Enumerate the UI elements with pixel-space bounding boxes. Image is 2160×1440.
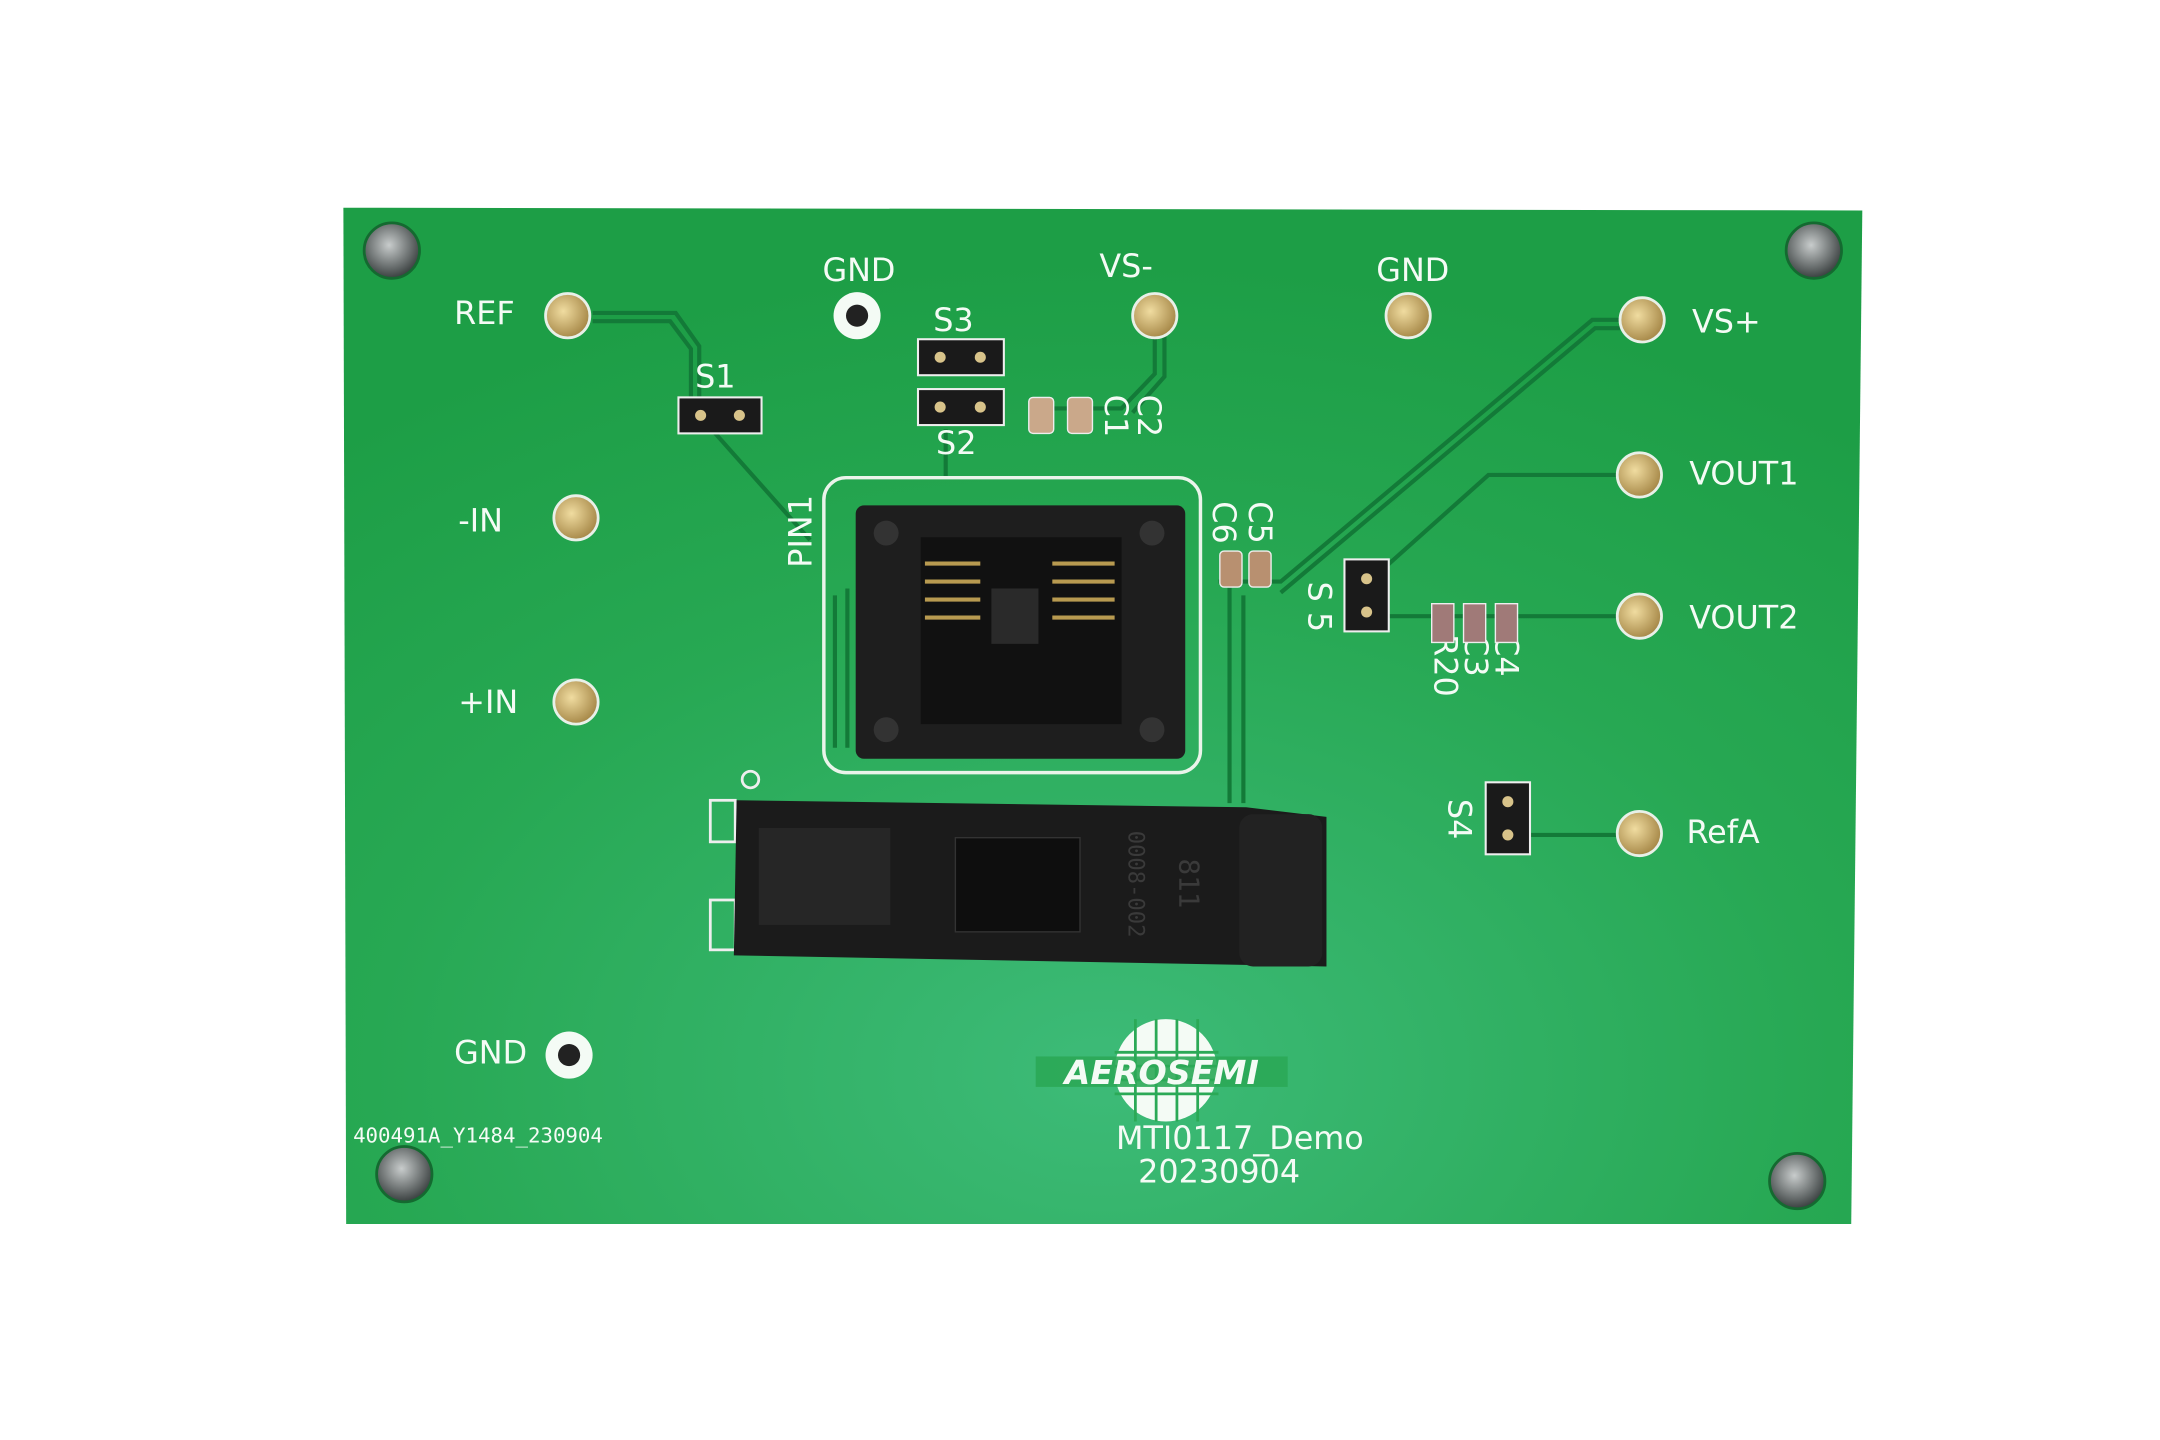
label-gnd-top-right: GND [1376,251,1449,289]
label-gnd-top-left: GND [822,251,895,289]
socket-outline [822,475,1203,775]
label-s4: S4 [1440,799,1478,839]
jumper-s2 [916,388,1005,427]
tp-vout2 [1615,592,1663,640]
socket-part: 0008-002 [1122,831,1148,938]
label-vs-plus: VS+ [1692,302,1761,340]
label-c5: C5 [1241,501,1279,543]
part-code: 400491A_Y1484_230904 [353,1123,603,1147]
tp-minus-in [552,494,600,542]
label-vs-minus: VS- [1099,247,1152,285]
label-s2: S2 [936,424,976,462]
tp-ref [544,292,592,340]
jumper-s4 [1484,781,1532,856]
ic-test-socket[interactable] [855,505,1186,759]
label-pin1: PIN1 [781,495,819,568]
tp-gnd-top-right [1384,292,1432,340]
board-name: MTI0117_Demo [1116,1119,1364,1157]
tp-plus-in [552,678,600,726]
aerosemi-logo: AEROSEMI [1035,1019,1288,1122]
tp-vs-minus [1131,292,1179,340]
label-s1: S1 [695,358,735,396]
label-vout2: VOUT2 [1689,599,1798,637]
label-r20: R20 [1426,634,1464,697]
label-c1: C1 [1097,395,1135,437]
socket-lid[interactable]: 811 0008-002 [708,769,1327,967]
board-date: 20230904 [1138,1152,1300,1190]
label-minus-in: -IN [458,502,503,540]
label-s3: S3 [933,301,973,339]
label-ref: REF [454,294,515,332]
logo-text: AEROSEMI [1062,1053,1259,1092]
tp-vs-plus [1618,296,1666,344]
jumper-s1 [677,396,763,435]
label-c6: C6 [1205,501,1243,543]
smd-components [1028,396,1519,644]
jumpers [677,338,1532,856]
socket-marking: 811 [1173,858,1206,908]
label-plus-in: +IN [458,683,518,721]
label-gnd-bottom: GND [454,1033,527,1071]
mounting-holes [362,221,1843,1211]
tp-vout1 [1615,451,1663,499]
tp-refa [1615,810,1663,858]
label-vout1: VOUT1 [1689,455,1798,493]
jumper-s5 [1343,558,1390,633]
test-points [544,292,1666,1079]
jumper-s3 [916,338,1005,377]
label-s5: S 5 [1300,582,1338,633]
label-c2: C2 [1130,395,1168,437]
label-refa: RefA [1686,813,1759,851]
